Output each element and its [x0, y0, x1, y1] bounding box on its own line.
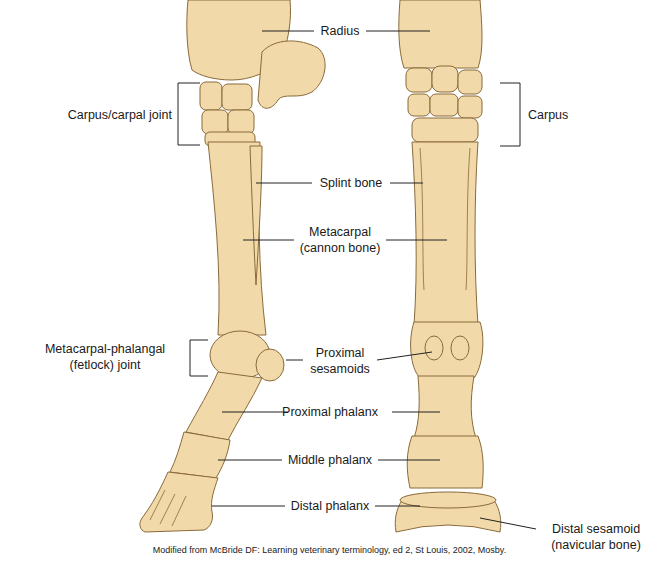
leader-lines [178, 31, 536, 529]
part-label: Carpus/carpal joint [10, 107, 172, 123]
part-label: Distal phalanx [270, 498, 390, 514]
part-label: Proximal sesamoids [295, 345, 385, 377]
part-label: Radius [300, 23, 380, 39]
part-label: Distal sesamoid (navicular bone) [538, 521, 654, 553]
part-label: Metacarpal (cannon bone) [290, 224, 390, 256]
part-label: Middle phalanx [270, 452, 390, 468]
part-label: Carpus [528, 107, 608, 123]
part-label: Metacarpal-phalangal (fetlock) joint [30, 341, 180, 373]
source-caption: Modified from McBride DF: Learning veter… [0, 545, 659, 556]
part-label: Proximal phalanx [270, 404, 390, 420]
part-label: Splint bone [306, 175, 396, 191]
